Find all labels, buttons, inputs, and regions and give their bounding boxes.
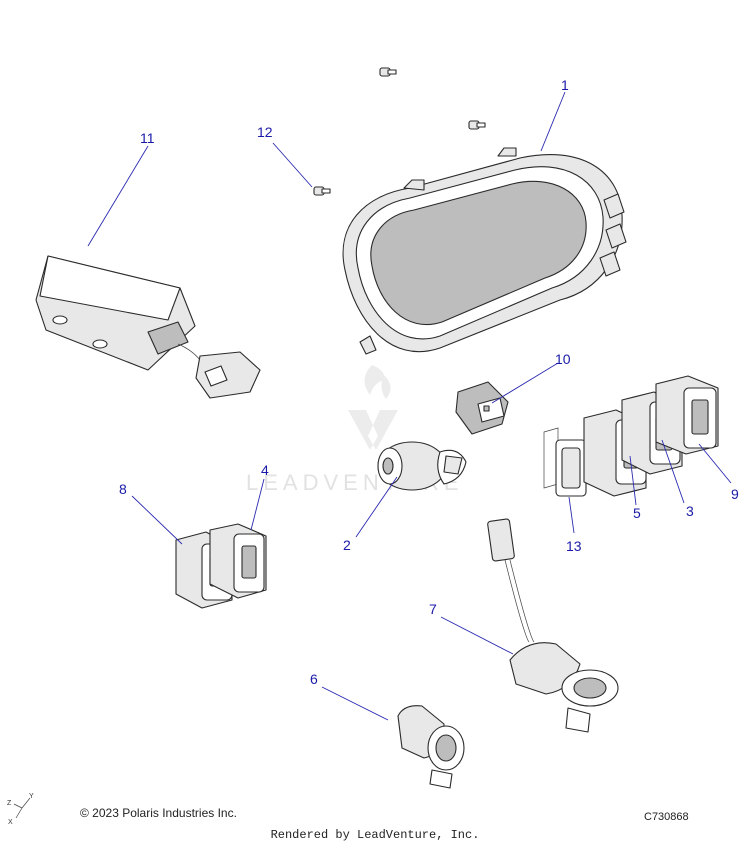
axis-triad: Z Y X — [7, 793, 34, 826]
leader-lines — [87, 91, 732, 721]
leader-8 — [131, 495, 183, 545]
callout-6: 6 — [310, 671, 318, 687]
axis-y-label: Y — [29, 793, 34, 800]
leader-13 — [568, 496, 575, 534]
part-12v-outlet — [397, 705, 465, 789]
callout-4: 4 — [261, 462, 269, 478]
callout-10: 10 — [555, 351, 571, 367]
leader-1 — [540, 91, 566, 152]
leader-4 — [250, 478, 265, 531]
leader-2 — [355, 476, 398, 538]
leader-11 — [87, 145, 149, 247]
screw-b — [468, 120, 486, 130]
screw-a — [379, 67, 397, 77]
part-screws — [313, 67, 486, 196]
screw-c — [313, 186, 331, 196]
callout-9: 9 — [731, 486, 739, 502]
callout-7: 7 — [429, 601, 437, 617]
leader-5 — [629, 455, 637, 506]
part-instrument-cluster — [342, 147, 627, 355]
callout-11: 11 — [140, 130, 155, 146]
callout-3: 3 — [686, 503, 694, 519]
leader-7 — [440, 616, 514, 655]
part-small-switch — [455, 381, 509, 435]
leader-10 — [491, 362, 559, 404]
rendered-by-credit: Rendered by LeadVenture, Inc. — [270, 828, 480, 842]
part-rocker-switch-9 — [655, 375, 719, 455]
leader-6 — [321, 686, 389, 721]
callout-1: 1 — [561, 77, 569, 93]
part-rocker-switch-4 — [209, 523, 267, 599]
copyright-notice: © 2023 Polaris Industries Inc. — [80, 806, 237, 820]
callout-8: 8 — [119, 481, 127, 497]
leader-3 — [661, 439, 685, 504]
callout-13: 13 — [566, 538, 582, 554]
callout-labels: 1 2 3 4 5 6 7 8 9 10 11 12 13 — [119, 77, 739, 687]
callout-5: 5 — [633, 505, 641, 521]
callout-12: 12 — [257, 124, 273, 140]
part-usb-outlet — [487, 518, 619, 733]
axis-x-label: X — [8, 819, 13, 826]
part-control-module — [35, 255, 261, 399]
leader-12 — [272, 142, 313, 188]
axis-z-label: Z — [7, 800, 12, 807]
callout-2: 2 — [343, 537, 351, 553]
part-ignition-switch — [377, 441, 467, 491]
part-rocker-bezel — [543, 427, 587, 497]
figure-code: C730868 — [644, 811, 689, 823]
leader-9 — [698, 443, 732, 484]
